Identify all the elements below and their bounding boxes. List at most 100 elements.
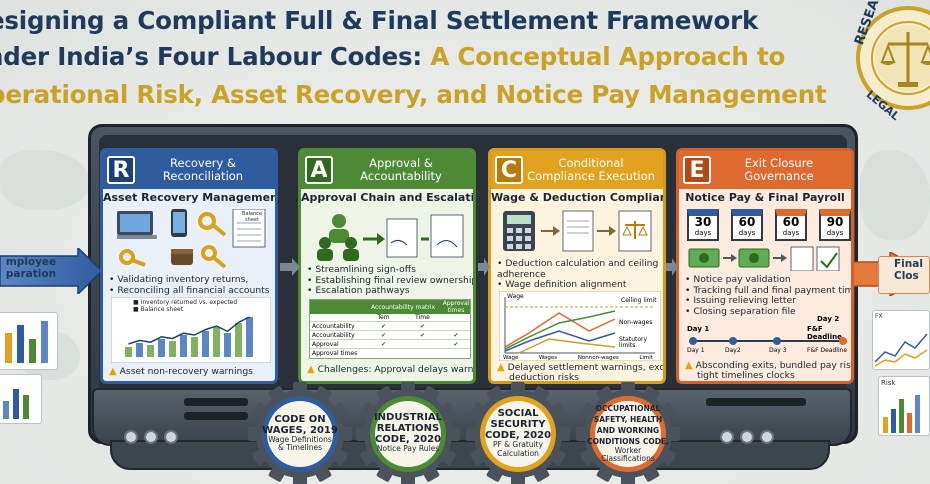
panel-connector-arrow-icon xyxy=(666,258,678,276)
legal-research-seal-icon xyxy=(856,6,930,110)
console-knob xyxy=(740,430,754,444)
panel-e-subtitle: Notice Pay & Final Payroll xyxy=(685,191,845,204)
accountability-matrix: Accountability matrix Approval times Tem… xyxy=(309,299,471,359)
gear-subtitle-line: Wage Definitions xyxy=(268,434,332,444)
matrix-row: Accountability✔✔ xyxy=(310,322,470,331)
panel-r-chart-legend: ■ Inventory returned vs. expected ■ Bala… xyxy=(133,299,238,313)
console-knob xyxy=(164,430,178,444)
matrix-row: Accountability✔✔✔ xyxy=(310,331,470,340)
asset-icons xyxy=(117,209,266,269)
gear-icon xyxy=(248,382,352,484)
gear-icon xyxy=(576,382,680,484)
approval-flow-icons xyxy=(317,214,464,261)
console-slot xyxy=(706,398,806,406)
panel-r-letter: R xyxy=(107,156,135,184)
right-mini-chart-label: FX xyxy=(875,313,883,320)
gear-subtitle-line: & Timelines xyxy=(277,443,323,452)
panel-c-chart xyxy=(499,291,661,361)
panel-a-warning: ▲ Challenges: Approval delays warnings xyxy=(307,364,476,375)
gear-title-line: CODE ON xyxy=(274,413,326,425)
chart-label-ceiling: Ceiling limit xyxy=(621,297,657,304)
gear-title-line: OCCUPATIONAL xyxy=(595,403,661,413)
right-mini-chart: FX xyxy=(872,310,930,370)
panel-r-title: Recovery &Reconciliation xyxy=(162,156,244,183)
timeline-end-label: F&F Deadline xyxy=(807,325,842,341)
map-shape xyxy=(860,150,930,240)
panel-c-subtitle: Wage & Deduction Compliance xyxy=(491,191,666,204)
matrix-row: Approval times xyxy=(312,350,358,357)
matrix-row: Approval✔✔ xyxy=(310,340,470,349)
right-risk-chart: Risk xyxy=(878,376,930,436)
console-knob xyxy=(720,430,734,444)
title-line-3: perational Risk, Asset Recovery, and Not… xyxy=(0,80,827,109)
timeline-track xyxy=(689,337,847,345)
chart-bar xyxy=(180,335,187,357)
console-knob xyxy=(124,430,138,444)
title-line-1: esigning a Compliant Full & Final Settle… xyxy=(0,6,759,35)
chart-bar xyxy=(202,331,209,357)
left-mini-chart-2 xyxy=(0,374,42,424)
compliance-icons xyxy=(503,210,652,252)
panel-approval-accountability: A Approval &Accountability Approval Chai… xyxy=(298,148,476,384)
timeline-start: Day 1 xyxy=(687,325,710,333)
panel-e-bullets: • Notice pay validation• Tracking full a… xyxy=(685,274,854,317)
panel-connector-arrow-icon xyxy=(280,258,300,276)
panel-e-warning: ▲ Absconding exits, bundled pay risks, t… xyxy=(685,360,854,381)
gear-subtitle-line: Notice Pay Rules xyxy=(376,444,440,454)
left-input-arrow-icon xyxy=(0,248,104,294)
gear-title-line: SOCIAL xyxy=(497,408,539,419)
console-knob xyxy=(760,430,774,444)
gear-title-line: CONDITIONS CODE, xyxy=(587,436,669,446)
gear-title-line: INDUSTRIAL xyxy=(373,412,443,424)
console-slot xyxy=(184,398,248,406)
gear-subtitle-line: Calculation xyxy=(497,448,539,458)
panel-recovery-reconciliation: R Recovery &Reconciliation Asset Recover… xyxy=(100,148,278,384)
chart-bar xyxy=(158,339,165,357)
gear-title-line: CODE, 2020 xyxy=(374,434,442,446)
panel-r-warning: ▲ Asset non-recovery warnings xyxy=(109,366,253,377)
balance-sheet-label: Balance sheet xyxy=(242,211,262,223)
console-knob xyxy=(144,430,158,444)
timeline-end-top: Day 2 xyxy=(817,315,840,323)
panel-r-header: R Recovery &Reconciliation xyxy=(103,151,275,189)
chart-bar xyxy=(169,341,176,357)
panel-a-title: Approval &Accountability xyxy=(360,156,442,183)
map-shape xyxy=(0,150,90,210)
chart-bar xyxy=(246,317,253,357)
panel-r-chart xyxy=(111,297,271,363)
panel-c-warning: ▲ Delayed settlement warnings, excess de… xyxy=(497,362,666,383)
panel-a-subtitle: Approval Chain and Escalation xyxy=(301,191,476,204)
panel-connector-arrow-icon xyxy=(478,258,490,276)
chart-label-nonwages: Non-wages xyxy=(619,319,653,326)
panel-r-bullets: • Validating inventory returns,• Reconci… xyxy=(109,274,270,296)
gear-subtitle-line: Classifications xyxy=(601,454,655,463)
final-closure-box xyxy=(878,256,930,294)
gear-title-line: WAGES, 2019 xyxy=(262,424,338,436)
matrix-subheader: Tem Time xyxy=(310,314,470,322)
console-slot xyxy=(184,412,248,420)
chart-bar xyxy=(191,337,198,357)
cash-payroll-icons xyxy=(688,246,840,271)
panel-c-bullets: • Deduction calculation and ceiling adhe… xyxy=(497,258,659,290)
panel-c-letter: C xyxy=(495,156,523,184)
matrix-header: Accountability matrix Approval times xyxy=(310,300,470,314)
panel-a-letter: A xyxy=(305,156,333,184)
